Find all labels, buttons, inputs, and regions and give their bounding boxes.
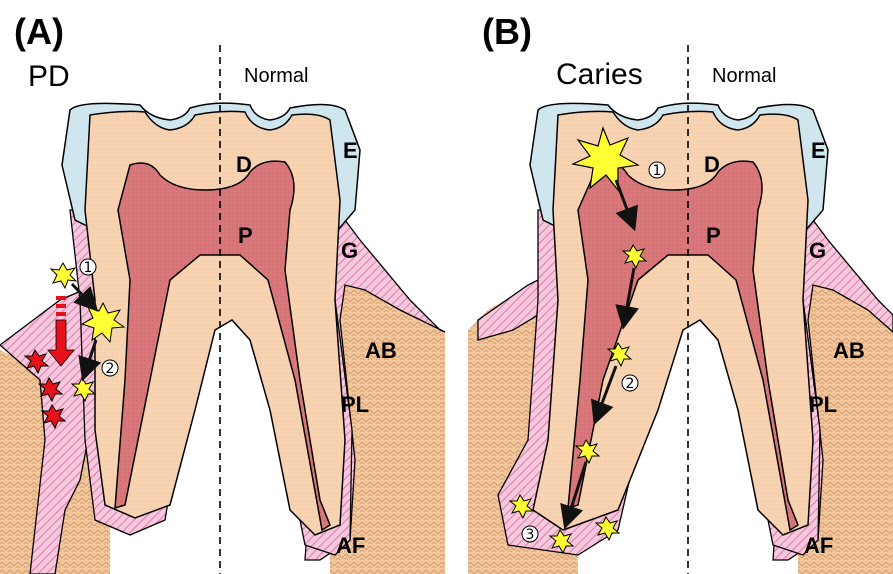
step-label: 1 [653, 163, 662, 179]
label-apical-foramen: AF [804, 533, 833, 558]
condition-label: Caries [556, 58, 643, 91]
label-periodontal-ligament: PL [341, 392, 369, 417]
label-dentin: D [704, 152, 720, 177]
label-pulp: P [238, 223, 253, 248]
label-dentin: D [236, 152, 252, 177]
red-arrow-segment [56, 312, 66, 316]
normal-label: Normal [244, 65, 308, 87]
condition-label: PD [28, 60, 70, 93]
step-label: 3 [526, 527, 535, 543]
panel-letter: (B) [482, 11, 532, 52]
label-periodontal-ligament: PL [809, 392, 837, 417]
label-apical-foramen: AF [336, 533, 365, 558]
red-arrow-segment [56, 304, 66, 308]
step-label: 2 [106, 361, 115, 377]
panel-b: 1 2 3 (B) Caries Normal E D P G AB PL AF [468, 11, 893, 574]
panel-letter: (A) [14, 11, 64, 52]
label-pulp: P [706, 223, 721, 248]
label-enamel: E [343, 138, 358, 163]
label-enamel: E [811, 138, 826, 163]
step-label: 1 [84, 260, 93, 276]
red-arrow-segment [56, 296, 66, 300]
label-alveolar-bone: AB [833, 338, 865, 363]
label-gingiva: G [341, 238, 358, 263]
label-alveolar-bone: AB [365, 338, 397, 363]
label-gingiva: G [809, 238, 826, 263]
step-label: 2 [626, 376, 635, 392]
normal-label: Normal [712, 65, 776, 87]
panel-a: 1 2 (A) PD Normal E D P G AB PL AF [0, 11, 445, 574]
